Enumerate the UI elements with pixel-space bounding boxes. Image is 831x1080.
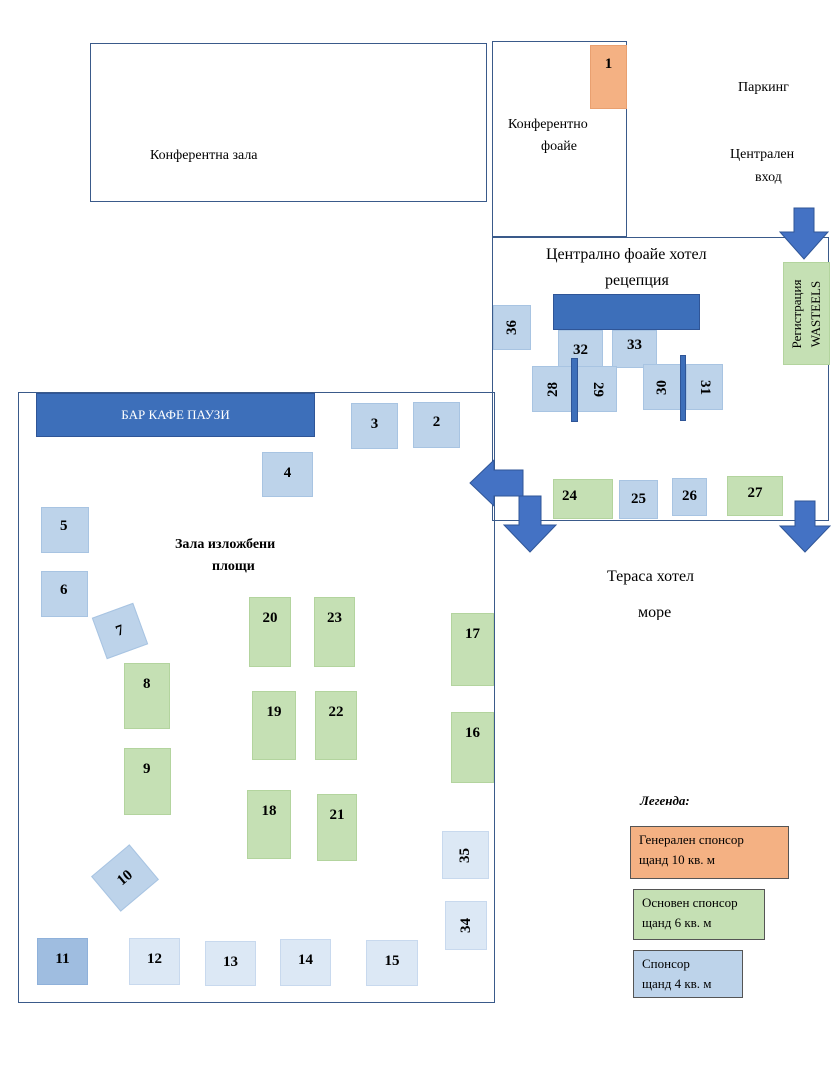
exhibition-hall — [18, 392, 495, 1003]
divider-30-31 — [680, 355, 686, 421]
stand-31[interactable]: 31 — [686, 364, 723, 410]
conference-hall-label: Конферентна зала — [150, 148, 258, 163]
stand-36[interactable]: 36 — [493, 305, 531, 350]
conference-foyer-label-2: фоайе — [541, 139, 577, 154]
conference-foyer-label-1: Конферентно — [508, 117, 588, 132]
legend-main-line1: Основен спонсор — [642, 895, 738, 910]
registration-desk — [783, 262, 830, 365]
legend-sponsor: Спонсор щанд 4 кв. м — [633, 950, 743, 998]
central-foyer — [492, 237, 829, 521]
legend-title: Легенда: — [640, 793, 690, 808]
stand-18[interactable]: 18 — [247, 790, 291, 859]
stand-24[interactable]: 24 — [553, 479, 613, 519]
stand-11[interactable]: 11 — [37, 938, 88, 985]
arrow-to-hall-left-icon — [469, 458, 524, 508]
stand-3[interactable]: 3 — [351, 403, 398, 449]
bar-label: БАР КАФЕ ПАУЗИ — [121, 407, 230, 422]
stand-28[interactable]: 28 — [532, 366, 574, 412]
legend-sponsor-line2: щанд 4 кв. м — [642, 976, 712, 991]
exhibition-hall-label-1: Зала изложбени — [175, 537, 276, 552]
stand-23[interactable]: 23 — [314, 597, 355, 667]
terrace-label: Тераса хотел — [607, 568, 695, 585]
legend-sponsor-line1: Спонсор — [642, 956, 690, 971]
divider-28-29 — [571, 358, 578, 422]
stand-5[interactable]: 5 — [41, 507, 89, 553]
reception-label: рецепция — [605, 272, 669, 289]
stand-33[interactable]: 33 — [612, 330, 657, 368]
stand-12[interactable]: 12 — [129, 938, 180, 985]
reception-desk — [553, 294, 700, 330]
conference-foyer — [492, 41, 627, 237]
legend-general-line2: щанд 10 кв. м — [639, 852, 716, 867]
central-entrance-label-1: Централен — [730, 147, 795, 162]
stand-16[interactable]: 16 — [451, 712, 494, 783]
arrow-to-terrace-down-right-icon — [778, 500, 831, 553]
stand-4[interactable]: 4 — [262, 452, 313, 497]
stand-6[interactable]: 6 — [41, 571, 88, 617]
stand-15[interactable]: 15 — [366, 940, 418, 986]
stand-34[interactable]: 34 — [445, 901, 487, 950]
stand-2[interactable]: 2 — [413, 402, 460, 448]
arrow-entrance-down-icon — [778, 207, 830, 260]
stand-35[interactable]: 35 — [442, 831, 489, 879]
legend-main-line2: щанд 6 кв. м — [642, 915, 712, 930]
legend-general-line1: Генерален спонсор — [639, 832, 744, 847]
stand-29[interactable]: 29 — [577, 366, 617, 412]
bar-coffee-break: БАР КАФЕ ПАУЗИ — [36, 393, 315, 437]
stand-25[interactable]: 25 — [619, 480, 658, 519]
stand-19[interactable]: 19 — [252, 691, 296, 760]
stand-1[interactable]: 1 — [590, 45, 627, 109]
central-entrance-label-2: вход — [755, 170, 782, 185]
stand-30[interactable]: 30 — [643, 364, 681, 410]
stand-13[interactable]: 13 — [205, 941, 256, 986]
arrow-to-terrace-down-left-icon — [502, 495, 558, 553]
stand-26[interactable]: 26 — [672, 478, 707, 516]
stand-17[interactable]: 17 — [451, 613, 494, 686]
legend-main-sponsor: Основен спонсор щанд 6 кв. м — [633, 889, 765, 940]
stand-14[interactable]: 14 — [280, 939, 331, 986]
stand-27[interactable]: 27 — [727, 476, 783, 516]
parking-label: Паркинг — [738, 80, 789, 95]
stand-22[interactable]: 22 — [315, 691, 357, 760]
stand-9[interactable]: 9 — [124, 748, 171, 815]
stand-20[interactable]: 20 — [249, 597, 291, 667]
conference-hall — [90, 43, 487, 202]
exhibition-hall-label-2: площи — [212, 559, 255, 574]
stand-8[interactable]: 8 — [124, 663, 170, 729]
stand-21[interactable]: 21 — [317, 794, 357, 861]
sea-label: море — [638, 604, 672, 620]
central-foyer-label: Централно фоайе хотел — [546, 246, 707, 263]
stand-32[interactable]: 32 — [558, 330, 603, 370]
legend-general-sponsor: Генерален спонсор щанд 10 кв. м — [630, 826, 789, 879]
